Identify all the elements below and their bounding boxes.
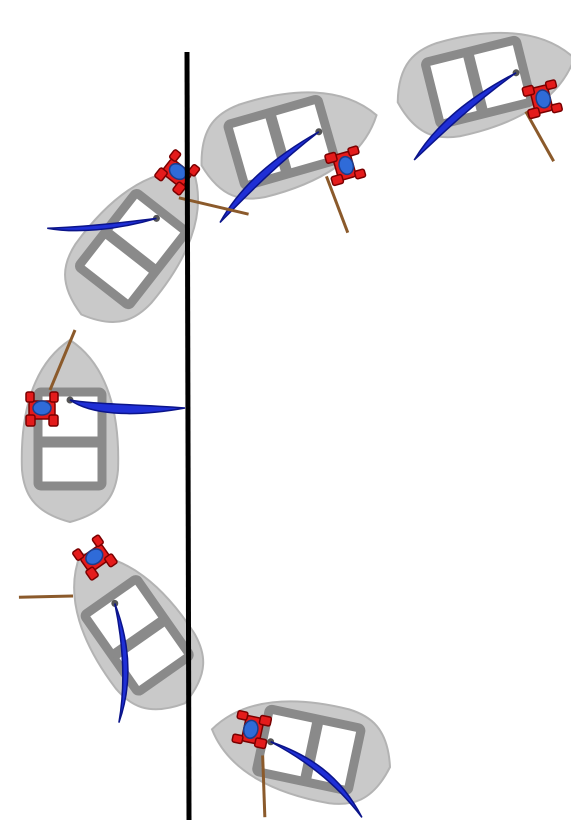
- boats-layer: [16, 11, 571, 829]
- dinghy-6: [196, 682, 400, 829]
- sail-icon: [114, 603, 129, 723]
- dinghy-icon: [188, 69, 390, 212]
- sail-icon: [69, 399, 186, 415]
- tiller-icon: [178, 196, 249, 216]
- dinghy-icon: [22, 340, 118, 522]
- dinghy-icon: [41, 527, 224, 731]
- tiller-icon: [325, 175, 350, 234]
- tiller-icon: [18, 594, 74, 599]
- dinghy-1: [386, 11, 571, 163]
- tiller-icon: [524, 110, 555, 163]
- dinghy-icon: [386, 11, 571, 149]
- sail-icon: [270, 741, 363, 818]
- dinghy-5: [18, 522, 225, 747]
- tiller-icon: [261, 755, 267, 818]
- dinghy-3: [18, 117, 249, 357]
- sail-icon: [219, 131, 320, 224]
- sail-icon: [47, 217, 157, 232]
- dinghy-4: [22, 329, 186, 522]
- tiller-icon: [48, 329, 77, 391]
- dinghy-2: [188, 69, 405, 234]
- dinghy-icon: [43, 141, 231, 344]
- reference-line: [184, 51, 192, 821]
- sail-icon: [413, 72, 517, 161]
- dinghy-icon: [202, 682, 400, 814]
